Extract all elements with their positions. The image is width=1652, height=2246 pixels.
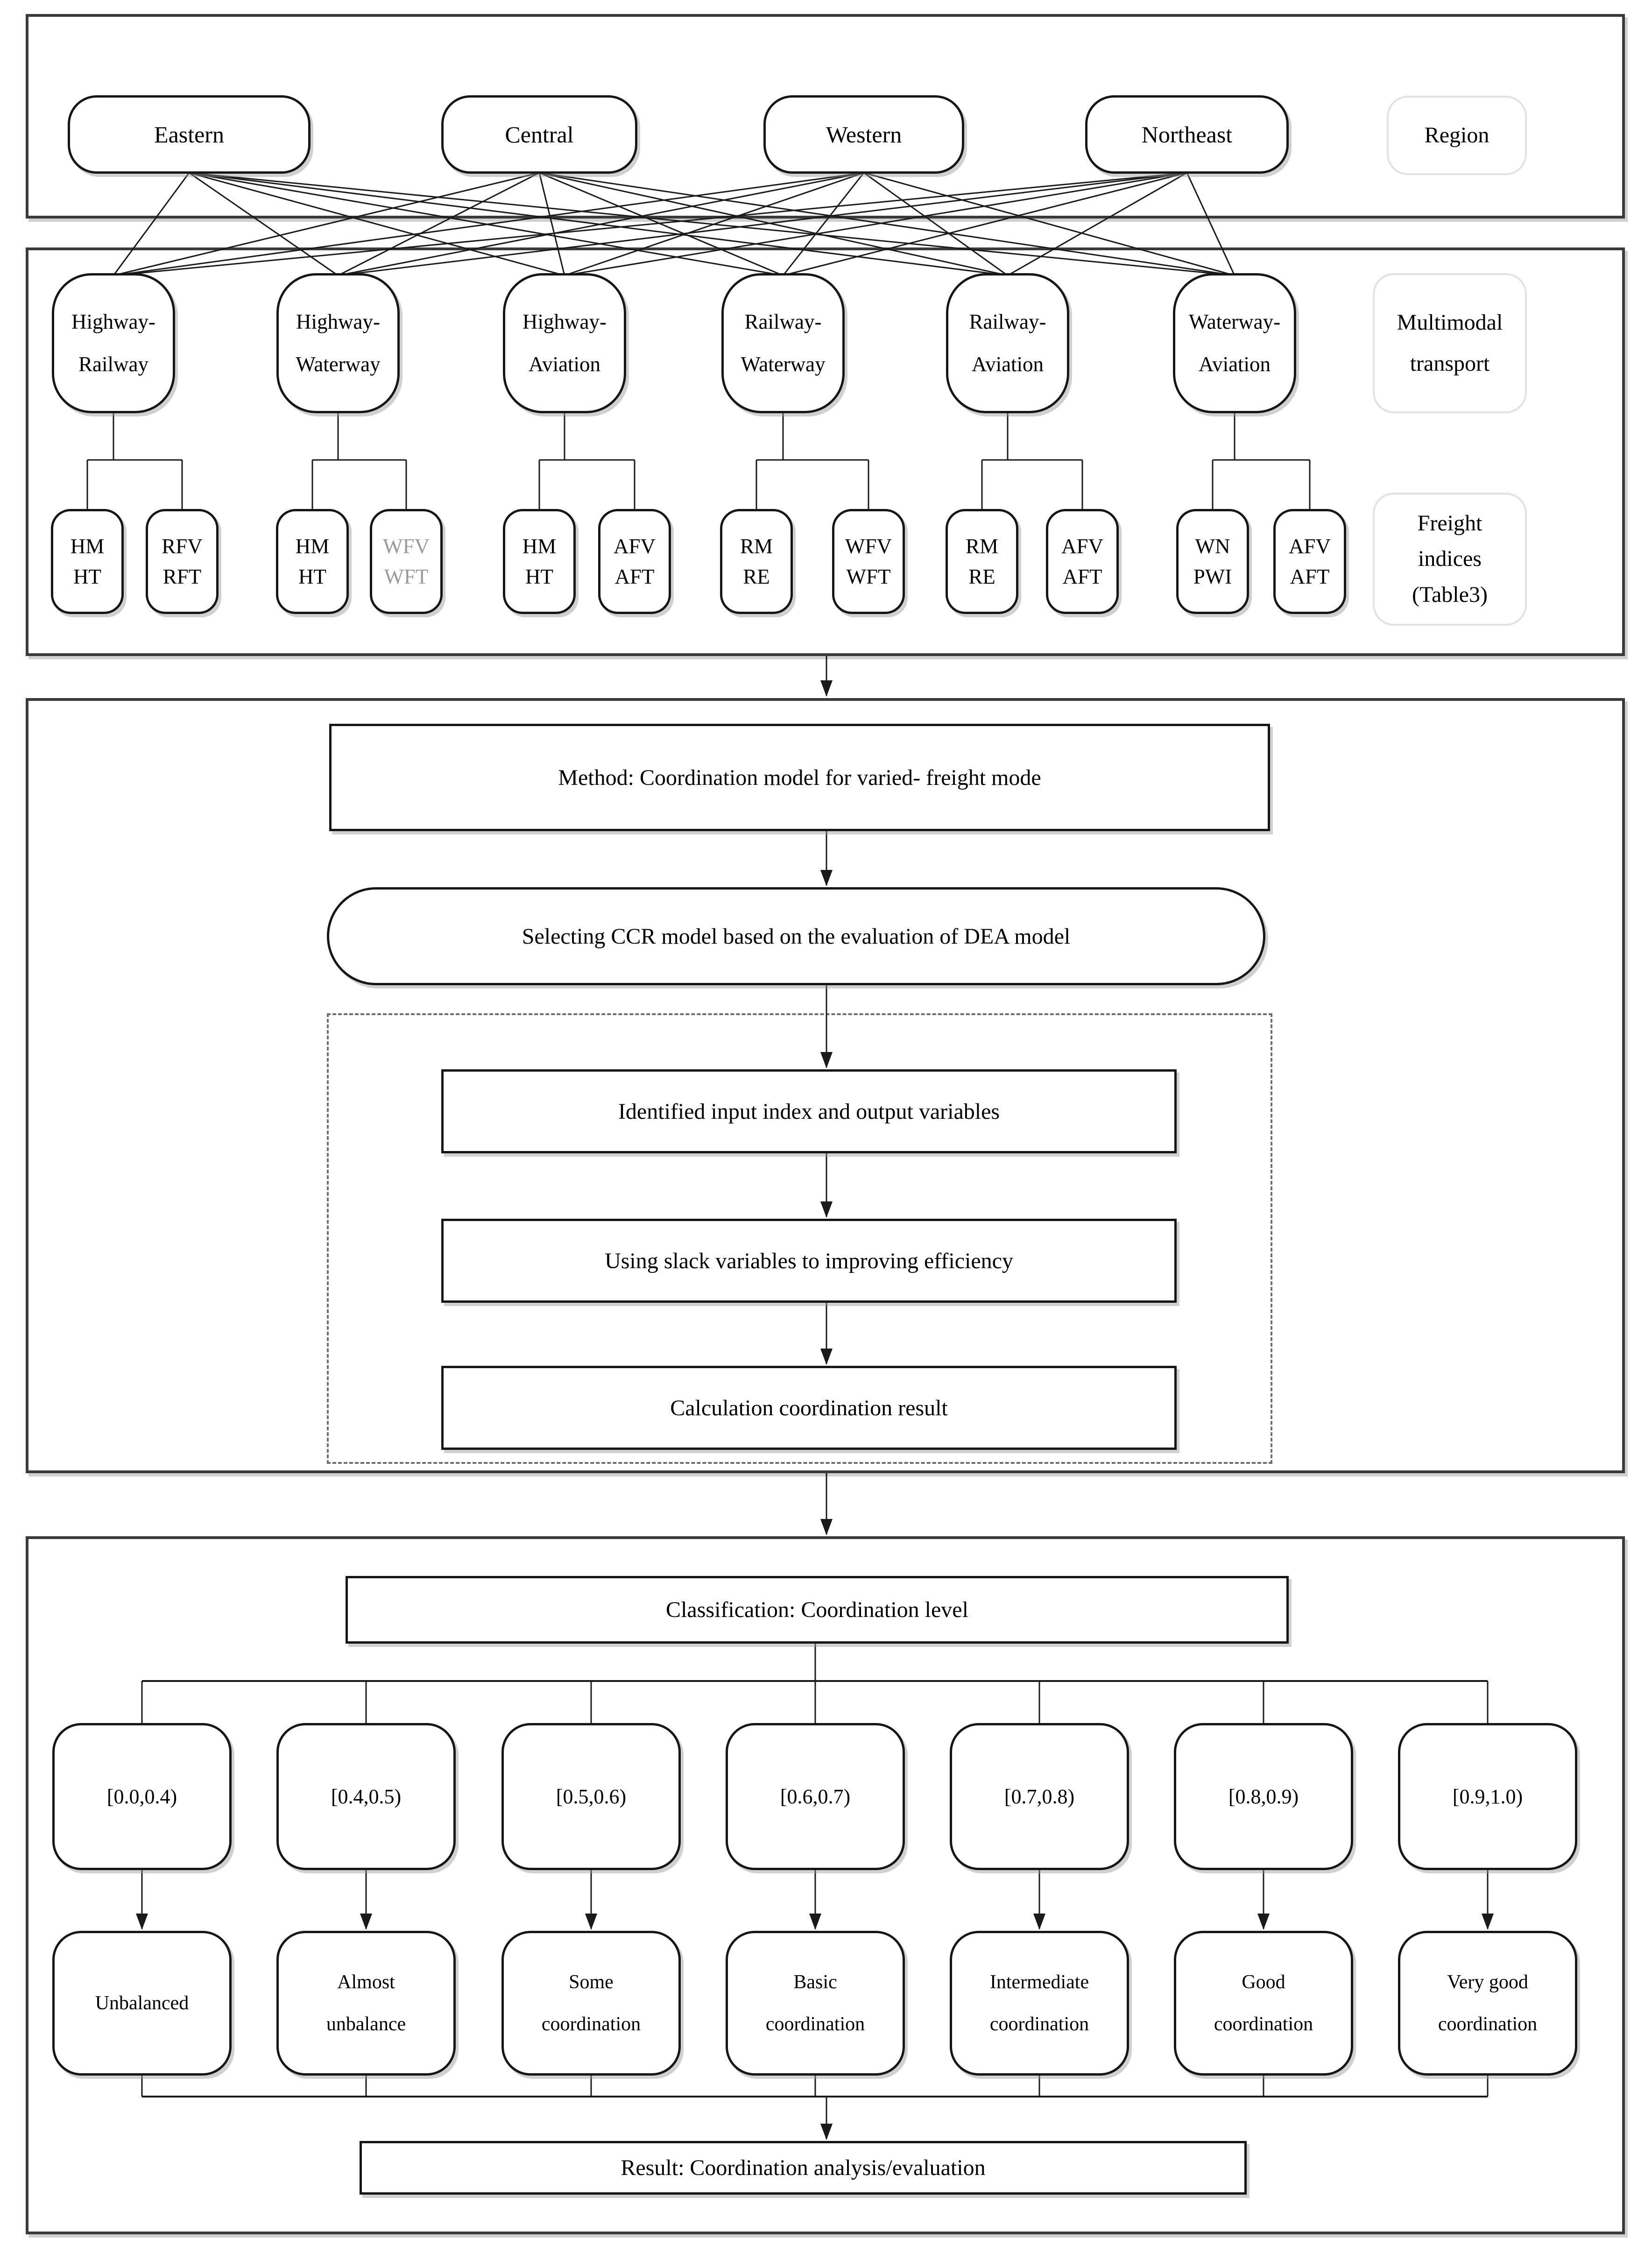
range-box: [0.5,0.6) <box>501 1723 681 1870</box>
range-box: [0.0,0.4) <box>52 1723 232 1870</box>
method-title: Method: Coordination model for varied- f… <box>558 765 1041 790</box>
multimodal-box: Waterway-Aviation <box>1173 273 1296 413</box>
ccr-model-box: Selecting CCR model based on the evaluat… <box>327 887 1265 985</box>
region-box: Northeast <box>1085 95 1289 174</box>
level-box: Unbalanced <box>52 1931 232 2076</box>
step-identify-box: Identified input index and output variab… <box>441 1069 1177 1153</box>
dea-steps-dashed-frame <box>327 1013 1272 1464</box>
classification-title-box: Classification: Coordination level <box>346 1576 1289 1644</box>
ccr-model-text: Selecting CCR model based on the evaluat… <box>522 924 1071 949</box>
method-title-box: Method: Coordination model for varied- f… <box>329 724 1270 831</box>
result-text: Result: Coordination analysis/evaluation <box>621 2155 986 2180</box>
region-axis-label: Region <box>1387 96 1527 175</box>
region-box: Central <box>441 95 637 174</box>
step-slack-box: Using slack variables to improving effic… <box>441 1219 1177 1303</box>
classification-title: Classification: Coordination level <box>666 1597 968 1622</box>
classification-section-frame <box>26 1536 1625 2234</box>
multimodal-box: Railway-Aviation <box>946 273 1069 413</box>
multimodal-axis-label: Multimodal transport <box>1373 273 1527 413</box>
range-box: [0.6,0.7) <box>726 1723 905 1870</box>
multimodal-box: Railway-Waterway <box>721 273 845 413</box>
result-box: Result: Coordination analysis/evaluation <box>360 2141 1247 2195</box>
step-calculation-box: Calculation coordination result <box>441 1366 1177 1450</box>
range-box: [0.8,0.9) <box>1174 1723 1353 1870</box>
range-box: [0.7,0.8) <box>950 1723 1129 1870</box>
range-box: [0.9,1.0) <box>1398 1723 1577 1870</box>
region-axis-label-text: Region <box>1424 122 1490 148</box>
multimodal-box: Highway-Aviation <box>503 273 626 413</box>
freight-axis-label: Freight indices (Table3) <box>1373 493 1527 626</box>
region-box: Western <box>763 95 964 174</box>
region-box: Eastern <box>68 95 311 174</box>
multimodal-box: Highway-Waterway <box>276 273 400 413</box>
multimodal-box: Highway-Railway <box>52 273 175 413</box>
range-box: [0.4,0.5) <box>276 1723 456 1870</box>
